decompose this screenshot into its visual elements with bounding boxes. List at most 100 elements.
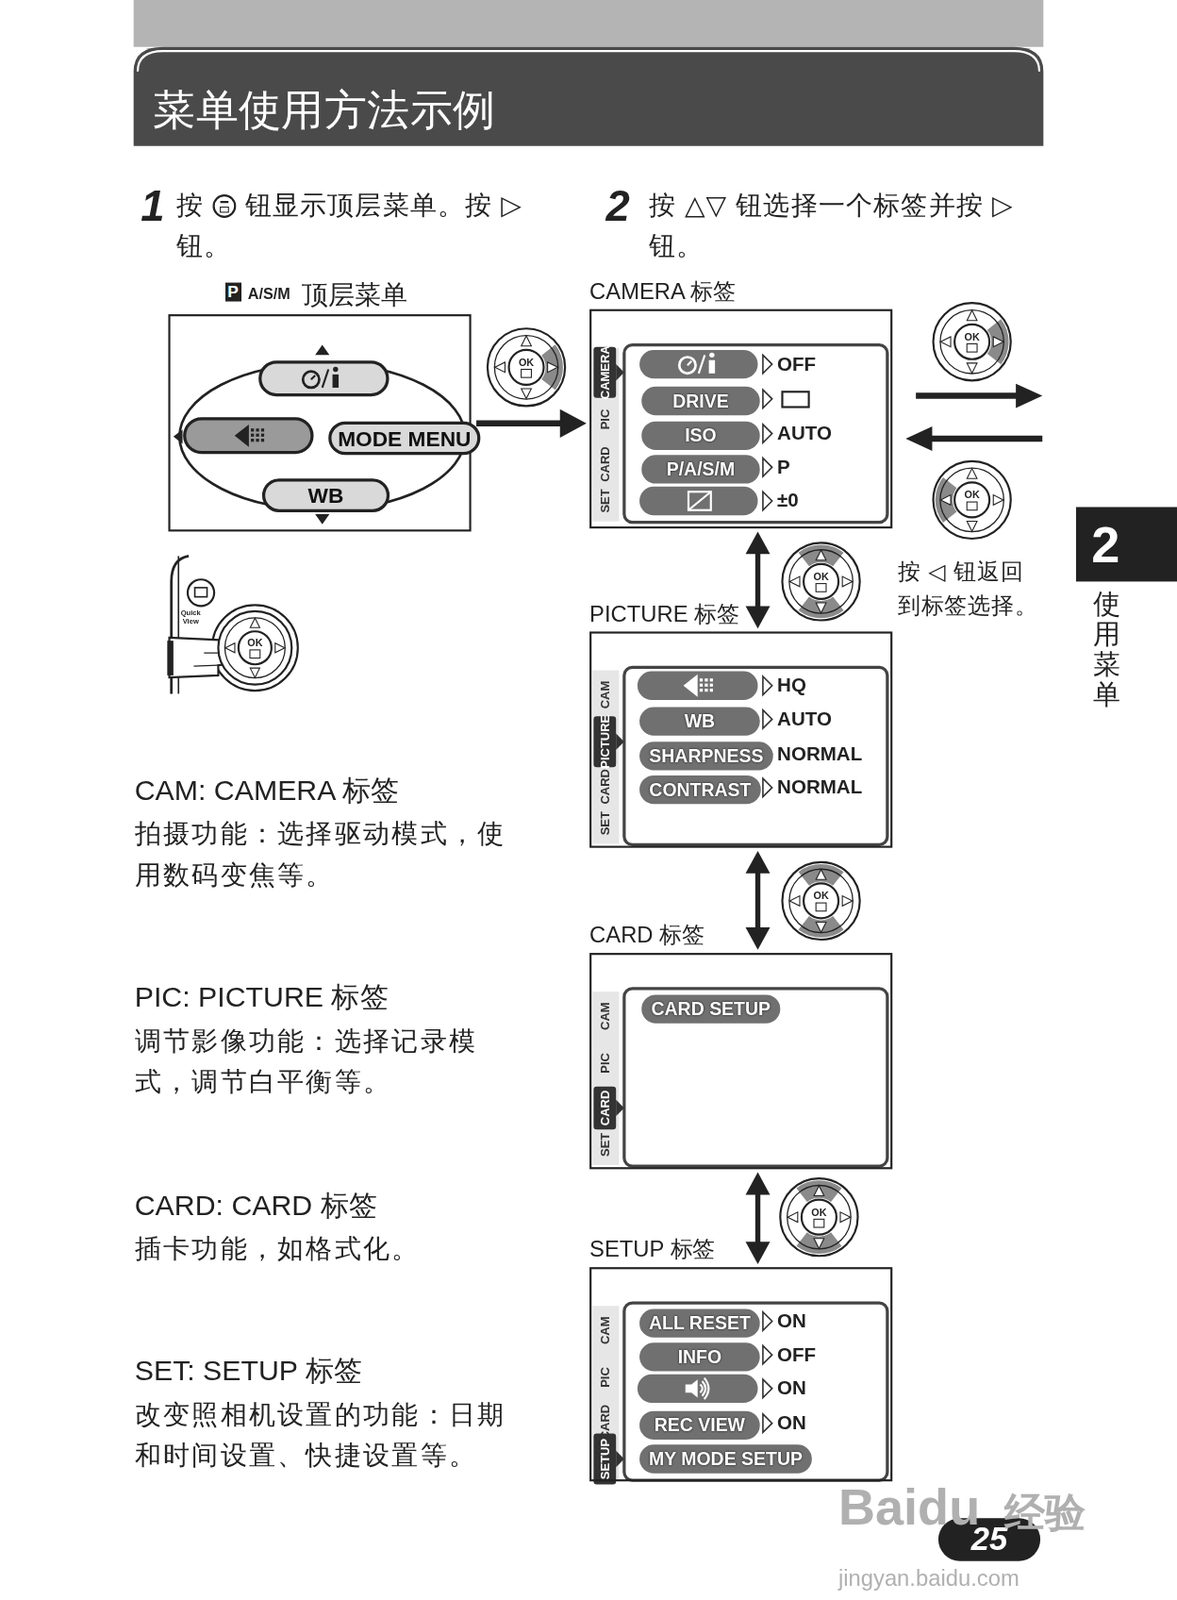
self-timer-icon [679,352,715,374]
shape [234,424,249,448]
icon-pill [639,486,758,515]
shape [255,438,259,442]
connector-line [755,871,761,930]
shape [966,343,978,352]
shape [704,688,708,692]
menu-pill: MODE MENU [328,421,481,456]
dpad-button [487,328,565,406]
dpad-button [217,611,292,685]
shape [688,491,712,510]
item-text: INFO [678,1345,723,1368]
button-label: OK [811,1206,827,1218]
active-tab [593,1432,616,1484]
menu-pill: WB [262,478,390,513]
watermark: Baidu [838,1476,980,1537]
arrow-head [745,927,771,950]
header-band [133,0,1045,48]
shape [521,335,532,347]
screen-frame [624,345,888,523]
tab-pointer [615,1450,625,1467]
menu-item: CONTRAST [639,775,762,804]
connector [476,409,587,438]
shape [933,461,1012,539]
menu-item: REC VIEW [639,1410,761,1440]
shape [332,366,338,372]
title-band-edge [137,50,1040,72]
dpad-highlight [935,477,958,523]
dpad-highlight [987,318,1010,365]
dpad-highlight [798,596,845,619]
setting-value: ON [777,1376,807,1400]
shape [494,335,558,399]
setting-value: AUTO [777,708,832,731]
icon-pill [260,362,388,396]
shape [966,468,978,480]
shape [966,363,978,374]
shape [803,882,839,918]
tab-label: CAM [597,680,613,710]
connector [745,530,771,629]
page-title: 菜单使用方法示例 [152,82,496,140]
shape [220,200,230,203]
menu-item: ALL RESET [639,1309,761,1338]
shape [966,310,978,321]
item-text: DRIVE [672,390,729,413]
heading: SETUP 标签 [589,1234,715,1265]
shape [687,361,692,365]
icon-pill [637,1374,759,1403]
item-text: ALL RESET [648,1311,751,1334]
dpad-highlight [798,915,845,938]
shape [813,1185,825,1196]
shape [954,481,990,517]
shape [249,667,260,678]
button-label: OK [964,489,980,501]
chapter-number: 2 [1091,514,1120,575]
shape [699,1384,702,1393]
screen-box: PICTURE 标签WBSHARPNESSCONTRAST [589,630,893,847]
value-marker [762,1311,773,1330]
section-heading: CAM: CAMERA 标签 [134,771,400,811]
shape [815,549,827,561]
screen-frame [624,666,888,845]
tab-label: SET [597,488,613,513]
mode-badge: P [225,282,241,301]
shape [224,617,285,679]
connector-line [476,420,563,427]
setting-value: ON [777,1411,807,1435]
image-quality-icon [234,424,265,448]
shape [789,576,800,587]
menu-item: INFO [639,1342,761,1371]
value-marker [762,389,773,408]
screen-frame [624,988,888,1166]
shape [709,352,714,358]
shape [250,433,254,437]
shape [495,362,506,373]
shape [710,683,713,687]
ok-icon [212,188,237,214]
shape [166,640,173,676]
setting-value: P [777,455,791,479]
shape [789,868,853,932]
shape [801,1199,837,1235]
icon-pill [639,349,758,379]
screen-frame [624,1302,888,1480]
shape [781,542,860,620]
shape [789,549,853,614]
shape [940,310,1004,374]
dpad-button [781,862,860,940]
shape [212,604,299,691]
item-text: ISO [684,424,717,447]
shape [698,354,705,373]
shape [699,688,703,692]
tab-label: CARD [597,1404,613,1440]
section-text: 调节影像功能：选择记录模式，调节白平衡等。 [134,1019,521,1102]
shape [993,495,1004,506]
shape [815,902,827,912]
shape [509,349,545,385]
shape [487,328,565,406]
item-text: SHARPNESS [648,745,763,767]
tab-label: CARD [597,446,613,481]
section-heading: PIC: PICTURE 标签 [134,978,389,1017]
shape [704,678,708,681]
back-arrow [929,435,1043,442]
